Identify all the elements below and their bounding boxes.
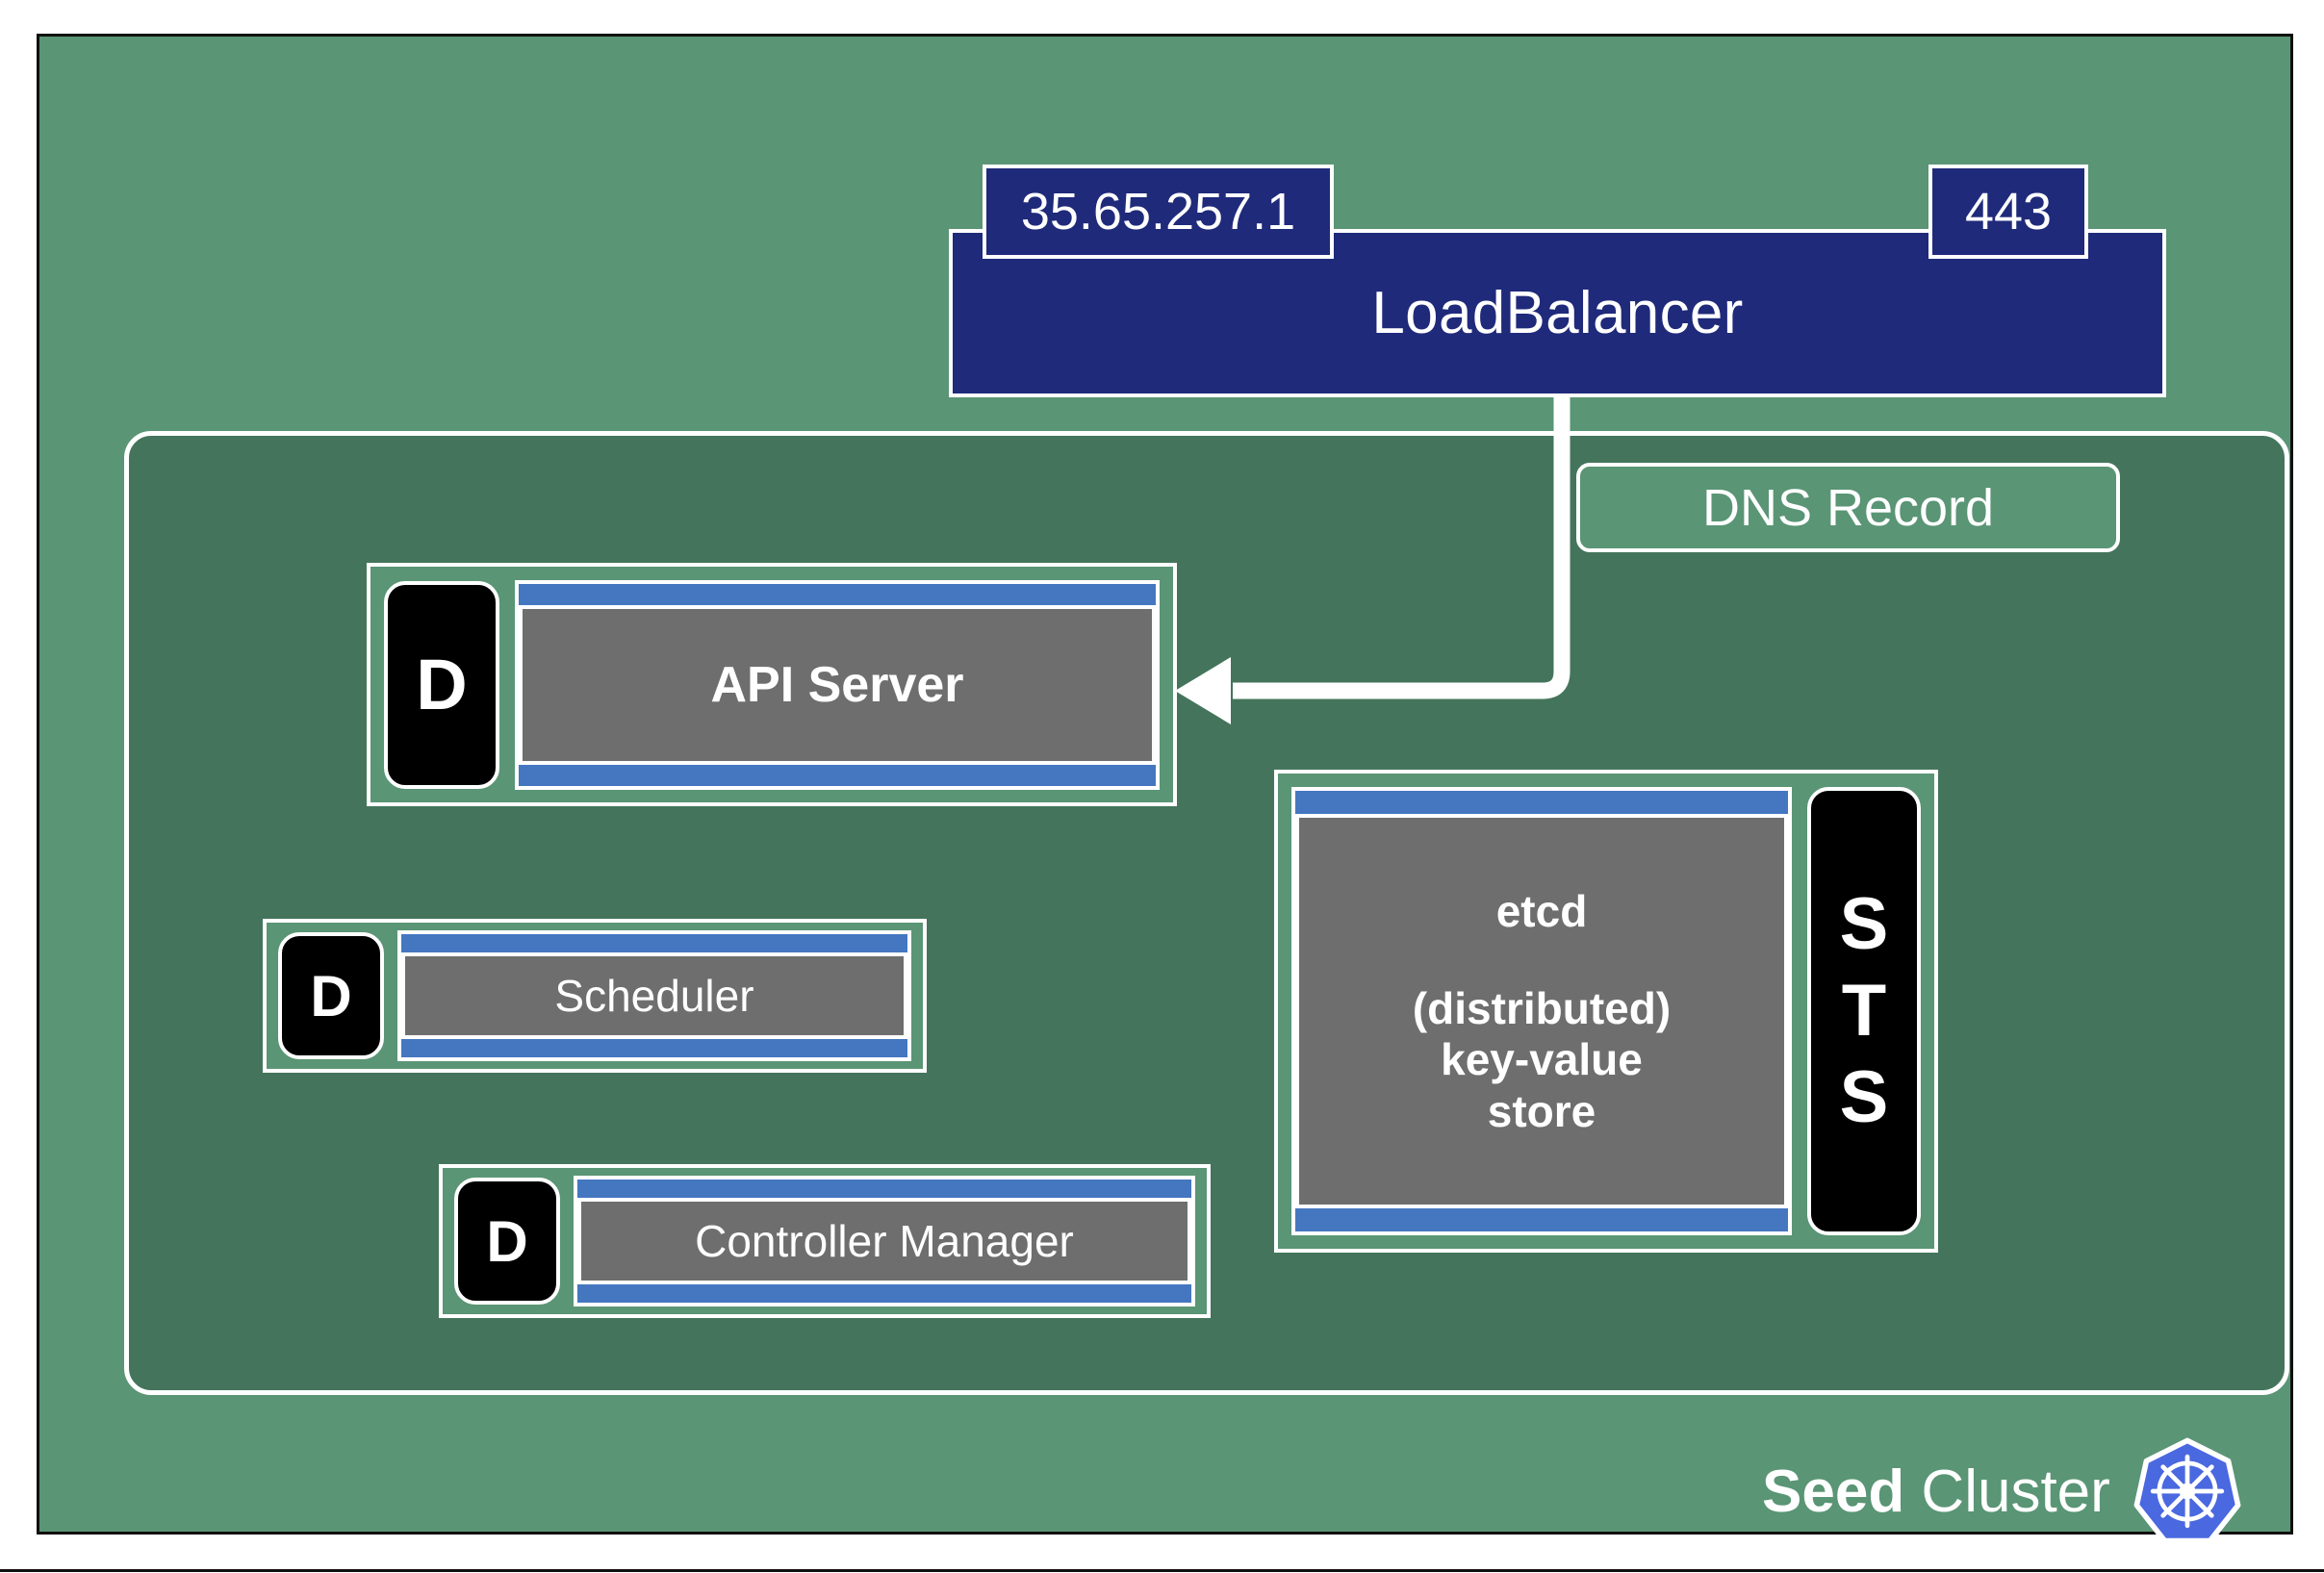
etcd-title: etcd	[1495, 885, 1588, 936]
cluster-name-rest: Cluster	[1904, 1458, 2110, 1525]
scheduler-container: Scheduler	[401, 952, 907, 1039]
seed-cluster-canvas: LoadBalancer 35.65.257.1 443 DNS Record …	[37, 34, 2293, 1544]
loadbalancer-port-badge: 443	[1928, 165, 2088, 259]
deployment-badge-icon: D	[384, 580, 499, 789]
etcd-group[interactable]: etcd (distributed) key-value store S T S	[1274, 770, 1938, 1253]
controller-manager-label: Controller Manager	[695, 1216, 1074, 1266]
scheduler-group[interactable]: D Scheduler	[263, 919, 927, 1073]
api-server-pod-frame: API Server	[515, 579, 1160, 790]
cluster-name: Seed Cluster	[1762, 1458, 2110, 1526]
dns-record-box[interactable]: DNS Record	[1576, 463, 2120, 552]
statefulset-badge-letter: S	[1839, 883, 1889, 966]
controller-manager-pod-frame: Controller Manager	[574, 1176, 1195, 1307]
loadbalancer-port-text: 443	[1964, 183, 2053, 241]
statefulset-badge-letter: T	[1841, 970, 1887, 1053]
etcd-container: etcd (distributed) key-value store	[1295, 814, 1788, 1208]
scheduler-pod-frame: Scheduler	[397, 930, 911, 1061]
controller-manager-group[interactable]: D Controller Manager	[439, 1164, 1211, 1318]
loadbalancer-label: LoadBalancer	[1371, 280, 1744, 346]
api-server-container: API Server	[519, 604, 1156, 765]
statefulset-badge-letter: S	[1839, 1055, 1889, 1138]
controller-manager-container: Controller Manager	[577, 1198, 1191, 1284]
deployment-badge-letter: D	[310, 963, 352, 1028]
dns-record-label: DNS Record	[1701, 478, 1995, 537]
deployment-badge-icon: D	[278, 932, 384, 1059]
bottom-divider	[0, 1569, 2324, 1572]
cluster-footer: Seed Cluster	[1762, 1433, 2241, 1549]
deployment-badge-icon: D	[454, 1178, 560, 1305]
deployment-badge-letter: D	[416, 645, 468, 724]
api-server-group[interactable]: D API Server	[367, 563, 1177, 806]
loadbalancer-ip-text: 35.65.257.1	[1020, 183, 1296, 241]
etcd-description-line: (distributed)	[1412, 982, 1672, 1033]
kubernetes-logo-icon	[2133, 1437, 2241, 1544]
etcd-pod-frame: etcd (distributed) key-value store	[1291, 787, 1792, 1235]
statefulset-badge-icon: S T S	[1807, 787, 1921, 1235]
etcd-description-line: key-value	[1441, 1034, 1643, 1085]
api-server-label: API Server	[710, 656, 964, 713]
loadbalancer-ip-badge: 35.65.257.1	[983, 165, 1334, 259]
deployment-badge-letter: D	[486, 1208, 528, 1274]
cluster-name-bold: Seed	[1762, 1458, 1905, 1525]
etcd-description-line: store	[1487, 1085, 1596, 1136]
scheduler-label: Scheduler	[554, 971, 754, 1021]
